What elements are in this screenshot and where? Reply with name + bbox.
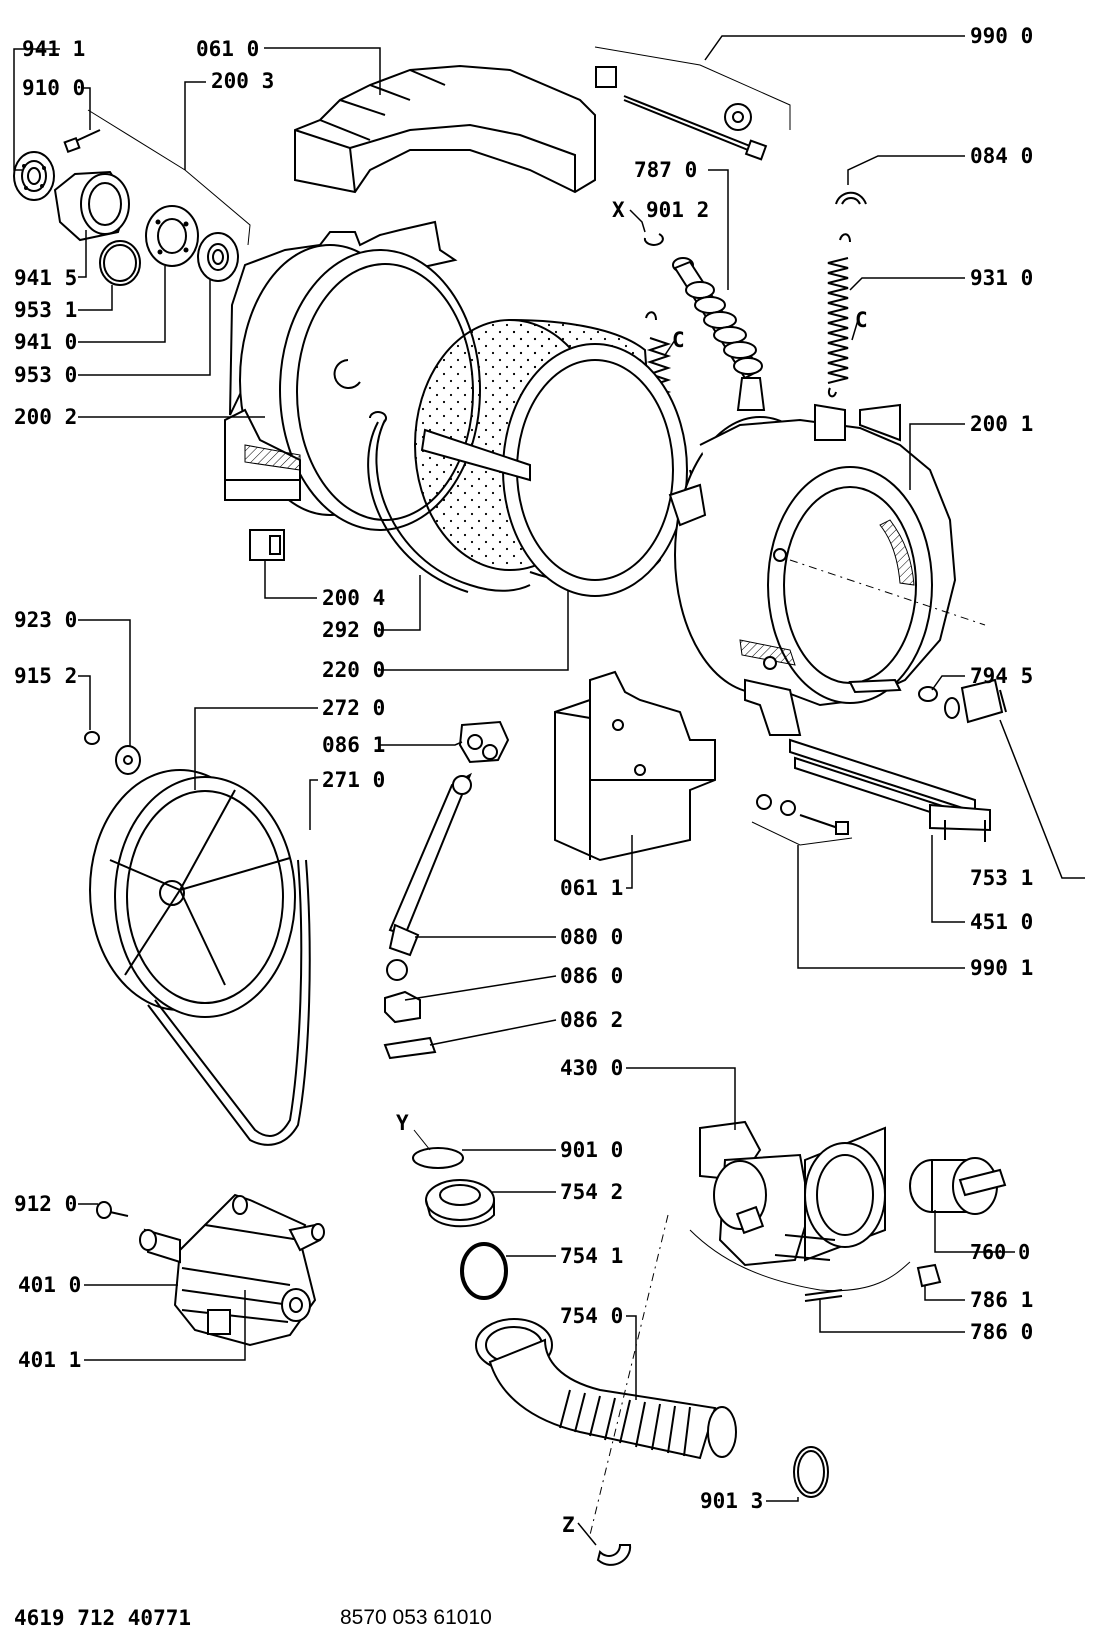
label-754-2: 754 2	[560, 1180, 623, 1204]
drain-hose-754-0-part	[475, 1318, 737, 1460]
label-y: Y	[396, 1111, 409, 1135]
drain-pump-430-0-part	[689, 1120, 911, 1292]
label-915-2: 915 2	[14, 664, 77, 688]
label-901-3: 901 3	[700, 1489, 763, 1513]
drum-axis-line	[789, 559, 986, 626]
label-200-4: 200 4	[322, 586, 385, 610]
bearing-941-0-part	[145, 205, 199, 267]
filter-760-0-part	[909, 1157, 1007, 1215]
label-754-0: 754 0	[560, 1304, 623, 1328]
label-901-0: 901 0	[560, 1138, 623, 1162]
label-760-0: 760 0	[970, 1240, 1030, 1264]
front-tub-200-1-part	[668, 403, 957, 736]
label-754-1: 754 1	[560, 1244, 623, 1268]
pin-786-1-part	[916, 1263, 942, 1288]
label-794-5: 794 5	[970, 664, 1033, 688]
label-923-0: 923 0	[14, 608, 77, 632]
label-990-0: 990 0	[970, 24, 1033, 48]
label-401-1: 401 1	[18, 1348, 81, 1372]
label-c-mid: C	[672, 328, 685, 352]
label-786-1: 786 1	[970, 1288, 1033, 1312]
assembly-bracket-200-3	[87, 109, 251, 246]
nut-915-2-part	[84, 731, 100, 745]
heater-451-0-part	[789, 738, 991, 842]
label-910-0: 910 0	[22, 76, 85, 100]
label-753-1: 753 1	[970, 866, 1033, 890]
seal-953-0-part	[197, 232, 239, 282]
leader-lines	[13, 35, 1085, 1546]
label-086-1: 086 1	[322, 733, 385, 757]
label-084-0: 084 0	[970, 144, 1033, 168]
bracket-086-2-part	[383, 1036, 437, 1060]
label-200-1: 200 1	[970, 412, 1033, 436]
label-990-1: 990 1	[970, 956, 1033, 980]
label-941-5: 941 5	[14, 266, 77, 290]
label-451-0: 451 0	[970, 910, 1033, 934]
nut-794-5-part	[918, 686, 938, 702]
drive-belt-271-0-part	[154, 859, 303, 1137]
clamp-901-0-part	[412, 1147, 464, 1169]
screw-910-0-part	[63, 129, 101, 154]
label-c-right: C	[855, 308, 868, 332]
label-931-0: 931 0	[970, 266, 1033, 290]
fixing-kit-990-1-part	[751, 794, 853, 846]
label-401-0: 401 0	[18, 1273, 81, 1297]
pin-786-0-part	[804, 1289, 843, 1302]
label-z: Z	[562, 1513, 575, 1537]
bearing-941-1-part	[13, 151, 55, 201]
spring-931-0-part	[827, 233, 851, 398]
label-061-0: 061 0	[196, 37, 259, 61]
elbow-z-part	[596, 1544, 632, 1566]
label-901-2: 901 2	[646, 198, 709, 222]
ntc-sensor-753-1-part	[944, 678, 1007, 724]
label-086-0: 086 0	[560, 964, 623, 988]
label-220-0: 220 0	[322, 658, 385, 682]
counterweight-061-0-part	[294, 64, 596, 194]
label-941-1: 941 1	[22, 37, 85, 61]
clip-084-0-part	[835, 191, 867, 205]
washer-923-0-part	[115, 745, 141, 775]
part-labels: 941 1 910 0 061 0 200 3 990 0 084 0 787 …	[14, 24, 1033, 1537]
label-200-3: 200 3	[211, 69, 274, 93]
bellows-hose-787-0-part	[672, 257, 766, 411]
label-086-2: 086 2	[560, 1008, 623, 1032]
label-271-0: 271 0	[322, 768, 385, 792]
label-x: X	[612, 198, 625, 222]
rod-990-0-part	[594, 46, 791, 161]
label-080-0: 080 0	[560, 925, 623, 949]
label-953-1: 953 1	[14, 298, 77, 322]
counterweight-061-1-part	[554, 670, 716, 862]
ball-754-1-part	[460, 1242, 508, 1300]
clamp-901-3-part	[793, 1446, 829, 1498]
shock-absorber-080-0-part	[386, 720, 510, 981]
clip-200-4-part	[249, 529, 285, 561]
drum-220-0-part	[414, 319, 688, 597]
label-200-2: 200 2	[14, 405, 77, 429]
pulley-272-0-part	[89, 769, 296, 1018]
o-ring-953-1-part	[99, 240, 141, 286]
label-786-0: 786 0	[970, 1320, 1033, 1344]
label-430-0: 430 0	[560, 1056, 623, 1080]
label-953-0: 953 0	[14, 363, 77, 387]
label-787-0: 787 0	[634, 158, 697, 182]
screw-912-0-part	[96, 1201, 129, 1219]
motor-401-0-part	[139, 1193, 325, 1347]
footer-part-code-right: 8570 053 61010	[340, 1606, 492, 1629]
footer-part-code-left: 4619 712 40771	[14, 1606, 192, 1630]
ring-754-2-part	[425, 1179, 495, 1228]
label-061-1: 061 1	[560, 876, 623, 900]
label-292-0: 292 0	[322, 618, 385, 642]
bracket-086-0-part	[384, 990, 421, 1024]
clamp-901-2-part	[643, 233, 664, 246]
flange-941-5-part	[53, 170, 130, 242]
label-941-0: 941 0	[14, 330, 77, 354]
tub-seal-292-0-part	[375, 419, 531, 592]
label-912-0: 912 0	[14, 1192, 77, 1216]
label-272-0: 272 0	[322, 696, 385, 720]
